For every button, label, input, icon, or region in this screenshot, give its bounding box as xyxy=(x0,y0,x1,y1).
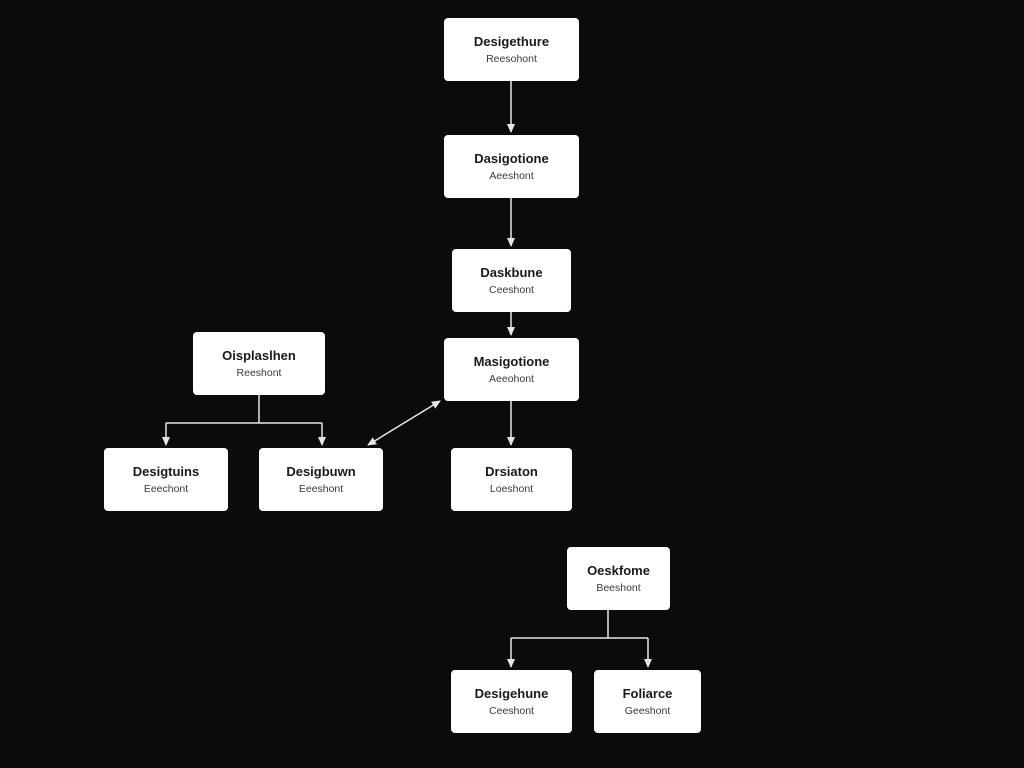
node-title: Oisplaslhen xyxy=(222,347,296,363)
node-subtitle: Beeshont xyxy=(596,581,641,594)
node-daskbune[interactable]: Daskbune Ceeshont xyxy=(452,249,571,312)
node-subtitle: Reesohont xyxy=(486,52,537,65)
connector-n8-n4 xyxy=(367,400,441,446)
node-subtitle: Reeshont xyxy=(236,366,282,379)
node-dasigotione[interactable]: Dasigotione Aeeshont xyxy=(444,135,579,198)
node-subtitle: Eeechont xyxy=(143,482,189,495)
node-subtitle: Loeshont xyxy=(489,482,534,495)
node-title: Daskbune xyxy=(480,264,543,280)
node-title: Desigbuwn xyxy=(286,463,356,479)
node-title: Oeskfome xyxy=(587,562,650,578)
node-subtitle: Aeeohont xyxy=(489,372,534,385)
node-title: Dasigotione xyxy=(474,150,549,166)
node-desigethure[interactable]: Desigethure Reesohont xyxy=(444,18,579,81)
node-subtitle: Aeeshont xyxy=(489,169,534,182)
node-drsiaton[interactable]: Drsiaton Loeshont xyxy=(451,448,572,511)
node-oisplaslhen[interactable]: Oisplaslhen Reeshont xyxy=(193,332,325,395)
node-subtitle: Ceeshont xyxy=(489,704,534,717)
node-oeskfome[interactable]: Oeskfome Beeshont xyxy=(567,547,670,610)
node-subtitle: Geeshont xyxy=(624,704,671,717)
node-title: Desigethure xyxy=(473,33,550,49)
node-title: Masigotione xyxy=(473,353,550,369)
node-title: Desigtuins xyxy=(132,463,200,479)
node-title: Drsiaton xyxy=(485,463,538,479)
node-title: Desigehune xyxy=(474,685,549,701)
node-title: Foliarce xyxy=(622,685,673,701)
node-foliarce[interactable]: Foliarce Geeshont xyxy=(594,670,701,733)
node-desigehune[interactable]: Desigehune Ceeshont xyxy=(451,670,572,733)
node-subtitle: Ceeshont xyxy=(489,283,534,296)
node-desigbuwn[interactable]: Desigbuwn Eeeshont xyxy=(259,448,383,511)
node-masigotione[interactable]: Masigotione Aeeohont xyxy=(444,338,579,401)
node-subtitle: Eeeshont xyxy=(298,482,344,495)
node-desigtuins[interactable]: Desigtuins Eeechont xyxy=(104,448,228,511)
